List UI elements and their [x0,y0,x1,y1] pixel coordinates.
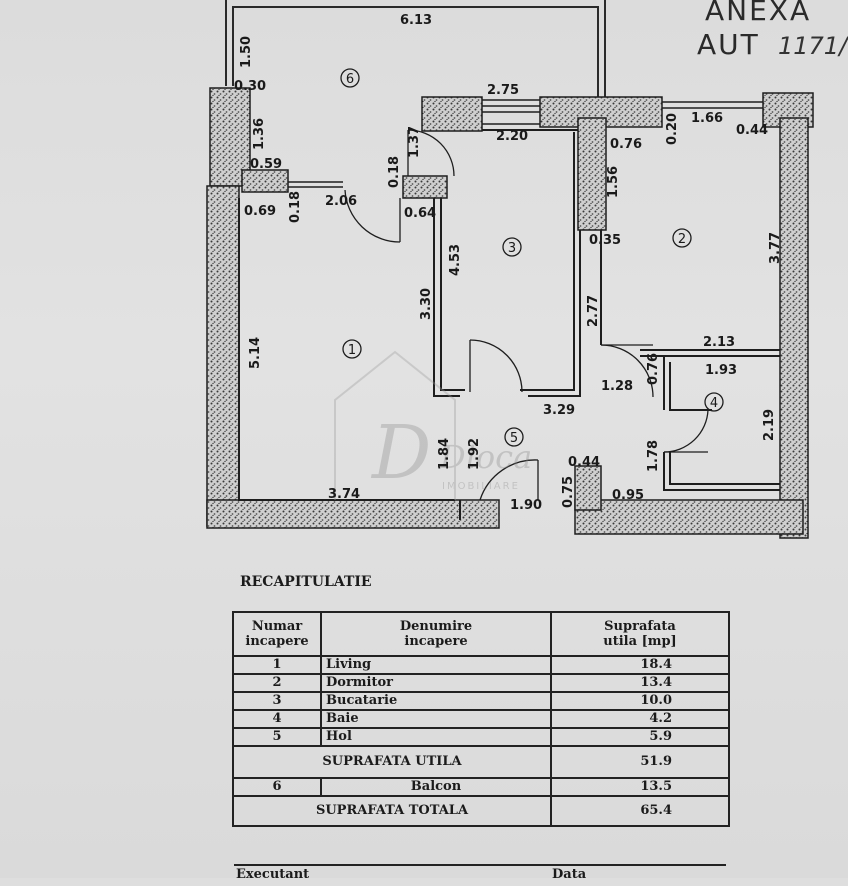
dim-1-92: 1.92 [467,438,482,470]
dim-1-56: 1.56 [606,166,621,198]
exterior-walls [206,87,814,539]
dim-1-90: 1.90 [510,498,542,513]
dim-1-28: 1.28 [601,379,633,394]
watermark-logo: D Dioca IMOBILIARE [334,350,532,500]
dim-0-20: 0.20 [665,113,680,145]
footer-executant: Executant [236,867,310,882]
room-number-5: 5 [510,431,518,446]
room-number-6: 6 [346,72,354,87]
dim-1-66: 1.66 [691,111,723,126]
dim-2-20: 2.20 [496,129,528,144]
dim-1-36: 1.36 [252,118,267,150]
room-number-2: 2 [678,232,686,247]
dim-2-19: 2.19 [762,409,777,441]
interior-walls [238,129,780,520]
recap-footer: Executant Data [234,864,726,886]
dim-3-29: 3.29 [543,403,575,418]
dim-0-64: 0.64 [404,206,436,221]
dim-0-95: 0.95 [612,488,644,503]
dim-1-50: 1.50 [239,36,254,68]
dim-0-18-b: 0.18 [387,156,402,188]
dim-1-78: 1.78 [646,440,661,472]
dim-2-06: 2.06 [325,194,357,209]
stamp-annex: ANEXA AUT 1171/ [697,0,848,61]
dim-3-30: 3.30 [419,288,434,320]
dim-0-59: 0.59 [250,157,282,172]
dim-0-44-b: 0.44 [568,455,600,470]
dim-0-18-a: 0.18 [288,191,303,223]
balcony-outline [225,0,606,100]
watermark-initial: D [370,410,431,496]
dim-1-84: 1.84 [437,438,452,470]
dim-5-14: 5.14 [248,337,263,369]
total-usable-row: SUPRAFATA UTILA 51.9 [232,745,730,779]
dimensions: 6.13 1.50 0.30 1.36 0.59 0.69 0.18 2.06 … [234,13,783,513]
dim-0-35: 0.35 [589,233,621,248]
dim-4-53: 4.53 [448,244,463,276]
dim-3-77: 3.77 [768,232,783,264]
stamp-handwritten: 1171/ [778,32,848,60]
dim-3-74: 3.74 [328,487,360,502]
dim-6-13: 6.13 [400,13,432,28]
dim-0-76-a: 0.76 [610,137,642,152]
doors [344,129,709,501]
stamp-line2: AUT [697,28,760,61]
watermark-brand: Dioca [439,438,532,476]
room-number-4: 4 [710,396,718,411]
dim-0-30: 0.30 [234,79,266,94]
dim-2-13: 2.13 [703,335,735,350]
dim-0-76-b: 0.76 [646,353,661,385]
room-number-1: 1 [348,343,356,358]
dim-2-77: 2.77 [586,295,601,327]
dim-2-75: 2.75 [487,83,519,98]
dim-0-44-a: 0.44 [736,123,768,138]
watermark-sub: IMOBILIARE [442,481,520,492]
room-number-3: 3 [508,241,516,256]
stamp-line1: ANEXA [705,0,811,27]
recap-title: RECAPITULATIE [240,574,372,590]
footer-date: Data [552,867,587,882]
total-area-row: SUPRAFATA TOTALA 65.4 [232,795,730,827]
dim-1-93: 1.93 [705,363,737,378]
dim-0-75: 0.75 [561,476,576,508]
dim-0-69: 0.69 [244,204,276,219]
windows [288,99,763,188]
dim-1-37: 1.37 [407,126,422,158]
floor-plan: 6 2 3 1 4 5 D Dioca IMOBILIARE ANEXA AUT… [206,0,848,539]
room-markers [340,68,724,447]
